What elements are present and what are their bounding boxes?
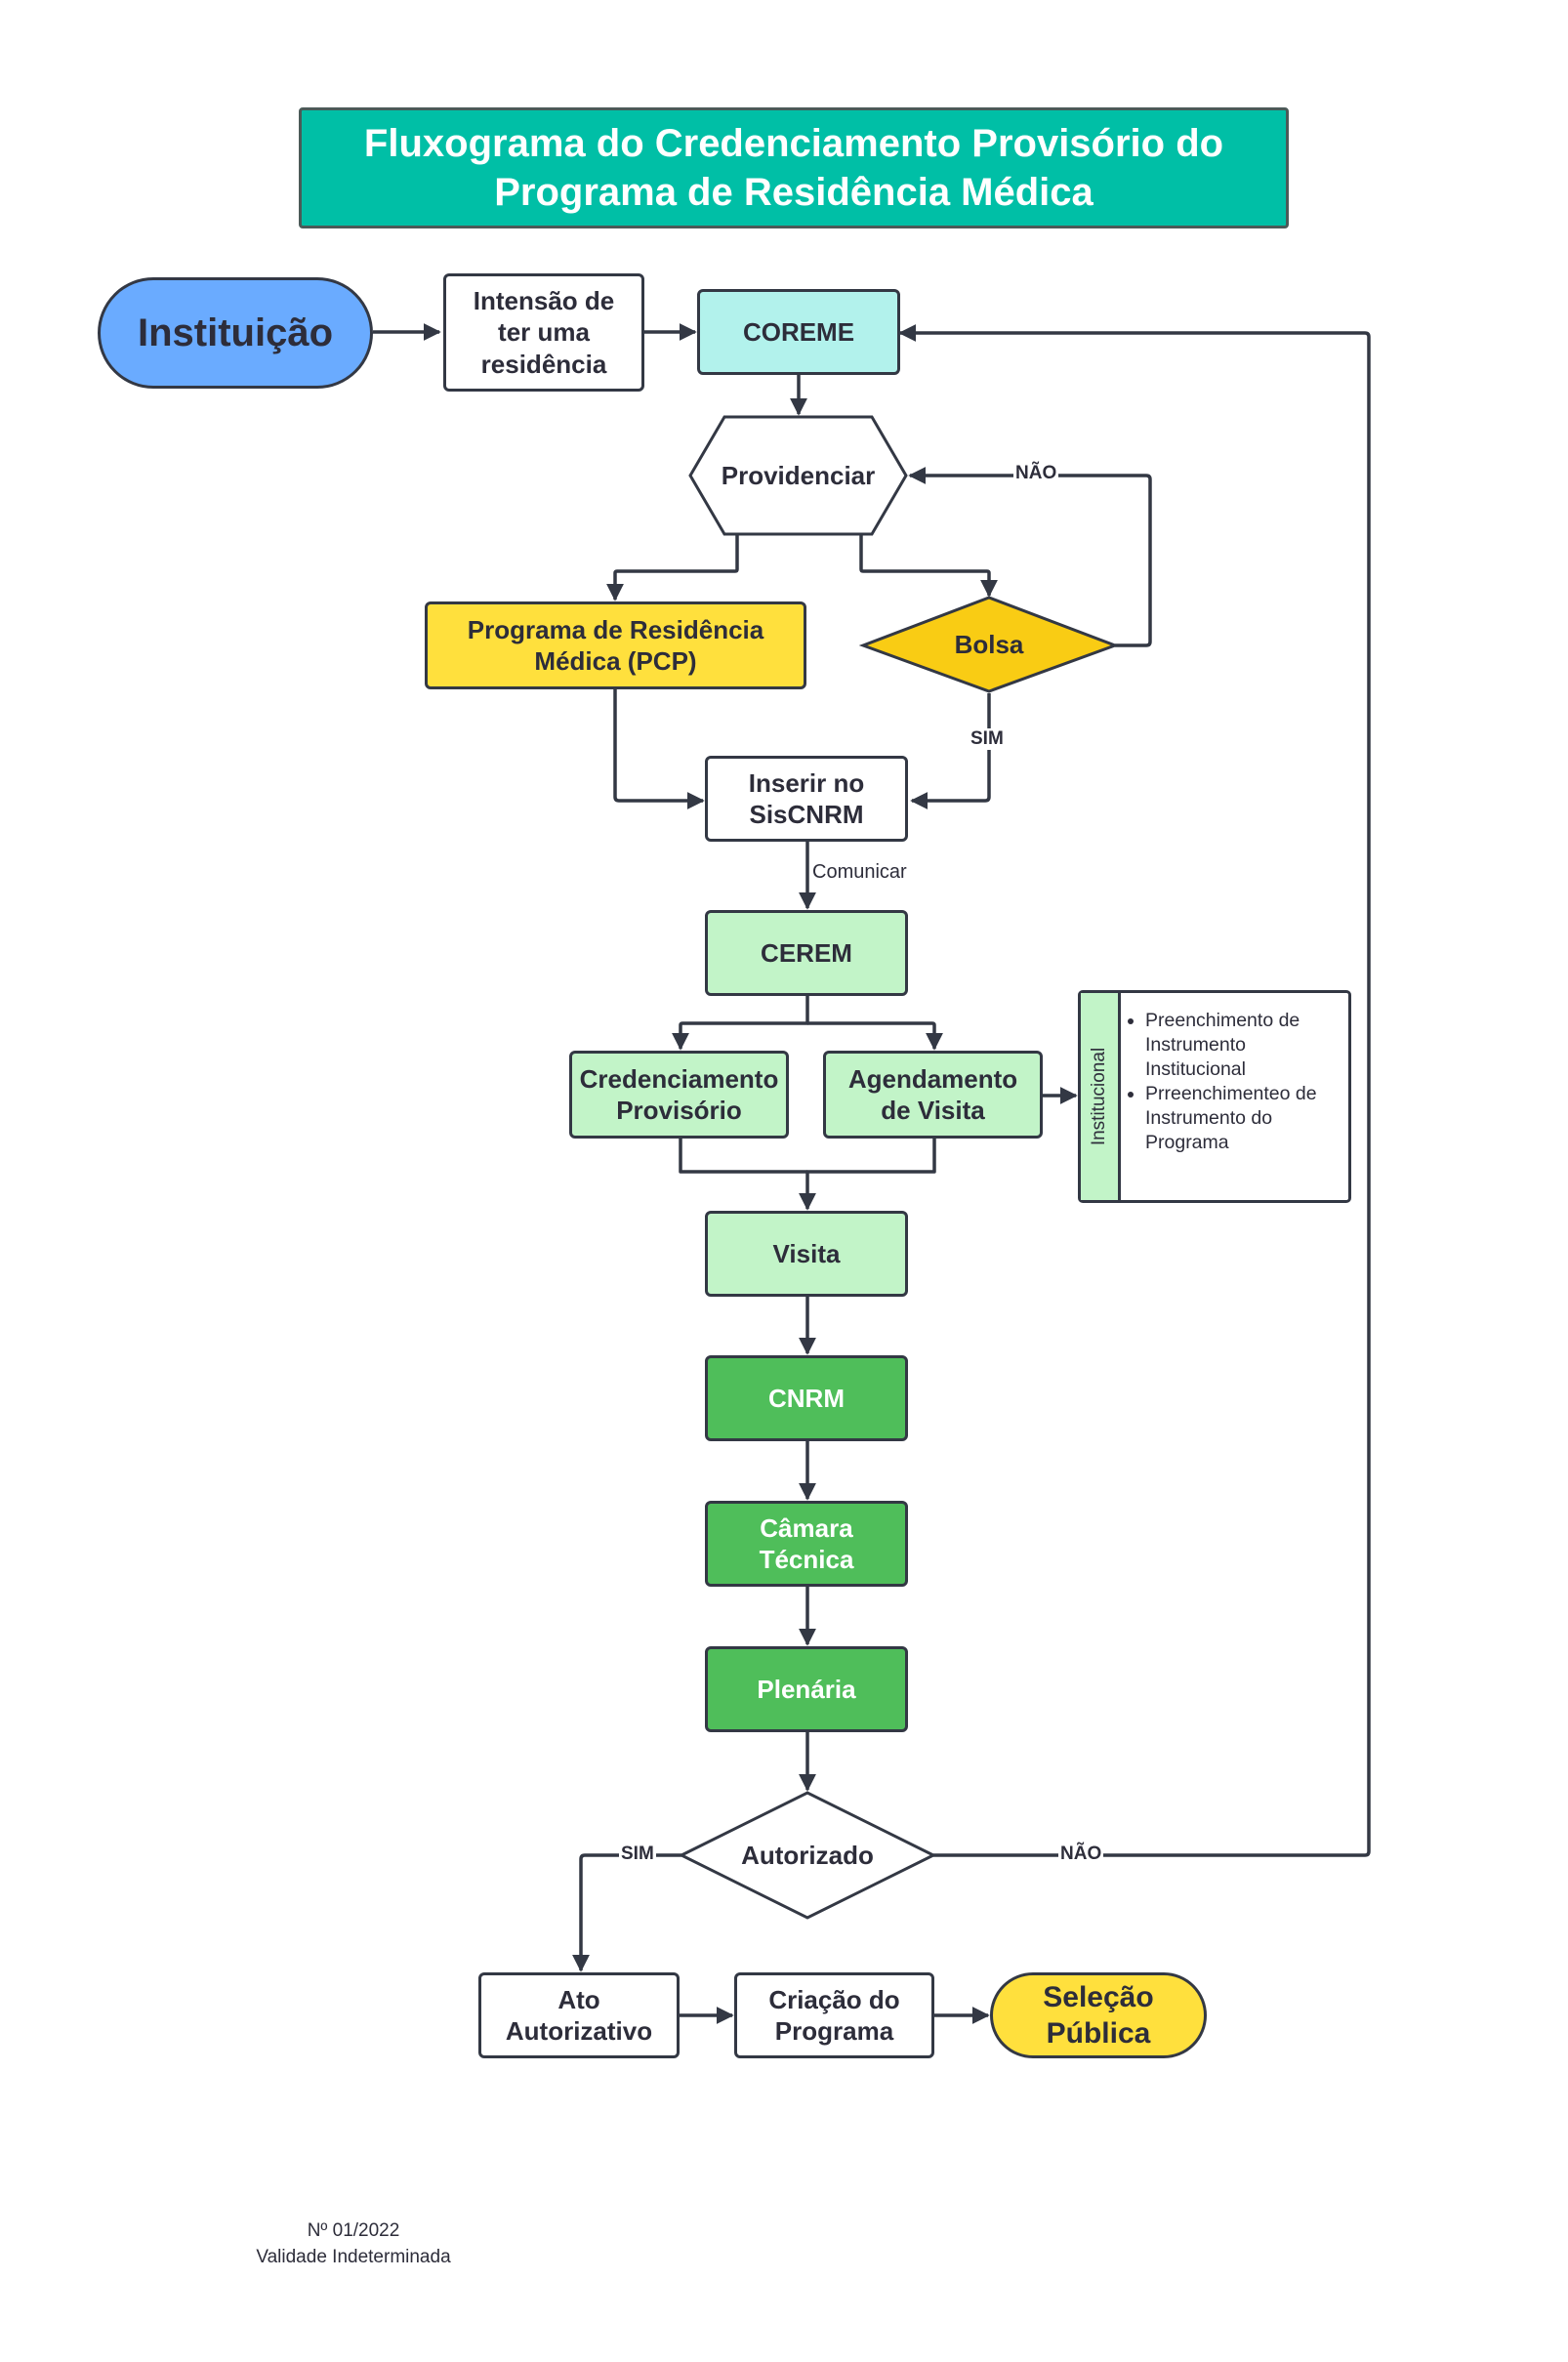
node-cnrm: CNRM [705,1355,908,1441]
providenciar-hexagon [688,415,908,536]
bolsa-diamond [858,596,1120,693]
institucional-item: Preenchimento de Instrumento Institucion… [1145,1009,1348,1082]
node-coreme: COREME [697,289,900,375]
node-programa-pcp: Programa de Residência Médica (PCP) [425,601,806,689]
node-inserir-siscnrm: Inserir no SisCNRM [705,756,908,842]
node-providenciar-label: Providenciar [721,460,876,490]
institucional-item: Prreenchimenteo de Instrumento do Progra… [1145,1082,1348,1155]
node-visita: Visita [705,1211,908,1297]
edge-bolsa-nao-providenciar [908,467,1152,647]
edge-credenciamento-visita [679,1139,807,1174]
edge-label-comunicar: Comunicar [812,861,907,883]
document-validity: Validade Indeterminada [256,2246,451,2267]
edge-autorizado-sim-ato [572,1853,681,1972]
autorizado-diamond [678,1791,937,1920]
page-title: Fluxograma do Credenciamento Provisório … [299,107,1289,228]
document-footer: Nº 01/2022 Validade Indeterminada [217,2218,490,2270]
edge-label-sim-autorizado: SIM [619,1844,656,1865]
node-autorizado-label: Autorizado [741,1840,874,1870]
institucional-tab-label: Institucional [1089,1047,1109,1146]
document-number: Nº 01/2022 [307,2220,400,2241]
node-agendamento-visita: Agendamento de Visita [823,1051,1043,1139]
institucional-panel: Institucional Preenchimento de Instrumen… [1078,990,1351,1203]
node-instituicao: Instituição [98,277,373,389]
node-selecao-publica: Seleção Pública [990,1972,1207,2058]
edge-providenciar-bolsa [859,535,998,598]
node-plenaria: Plenária [705,1646,908,1732]
edge-agendamento-visita [799,1139,936,1211]
edge-cerem-credenciamento [672,996,809,1051]
edge-bolsa-sim-inserir [910,693,991,809]
edge-label-sim-bolsa: SIM [969,728,1006,750]
edge-cerem-agendamento [807,1021,943,1051]
node-cerem: CEREM [705,910,908,996]
edge-label-nao-autorizado: NÃO [1058,1844,1104,1865]
institucional-tab: Institucional [1081,993,1121,1200]
edge-label-nao-bolsa: NÃO [1013,463,1059,484]
node-bolsa-label: Bolsa [954,629,1024,659]
edge-autorizado-nao-coreme [898,324,1371,1857]
edge-providenciar-pcp [606,535,739,601]
institucional-list: Preenchimento de Instrumento Institucion… [1122,1009,1348,1155]
node-intensao: Intensão de ter uma residência [443,273,644,392]
node-ato-autorizativo: Ato Autorizativo [478,1972,680,2058]
node-credenciamento-provisorio: Credenciamento Provisório [569,1051,789,1139]
node-criacao-programa: Criação do Programa [734,1972,934,2058]
edge-pcp-inserir [613,689,705,809]
node-camara-tecnica: Câmara Técnica [705,1501,908,1587]
